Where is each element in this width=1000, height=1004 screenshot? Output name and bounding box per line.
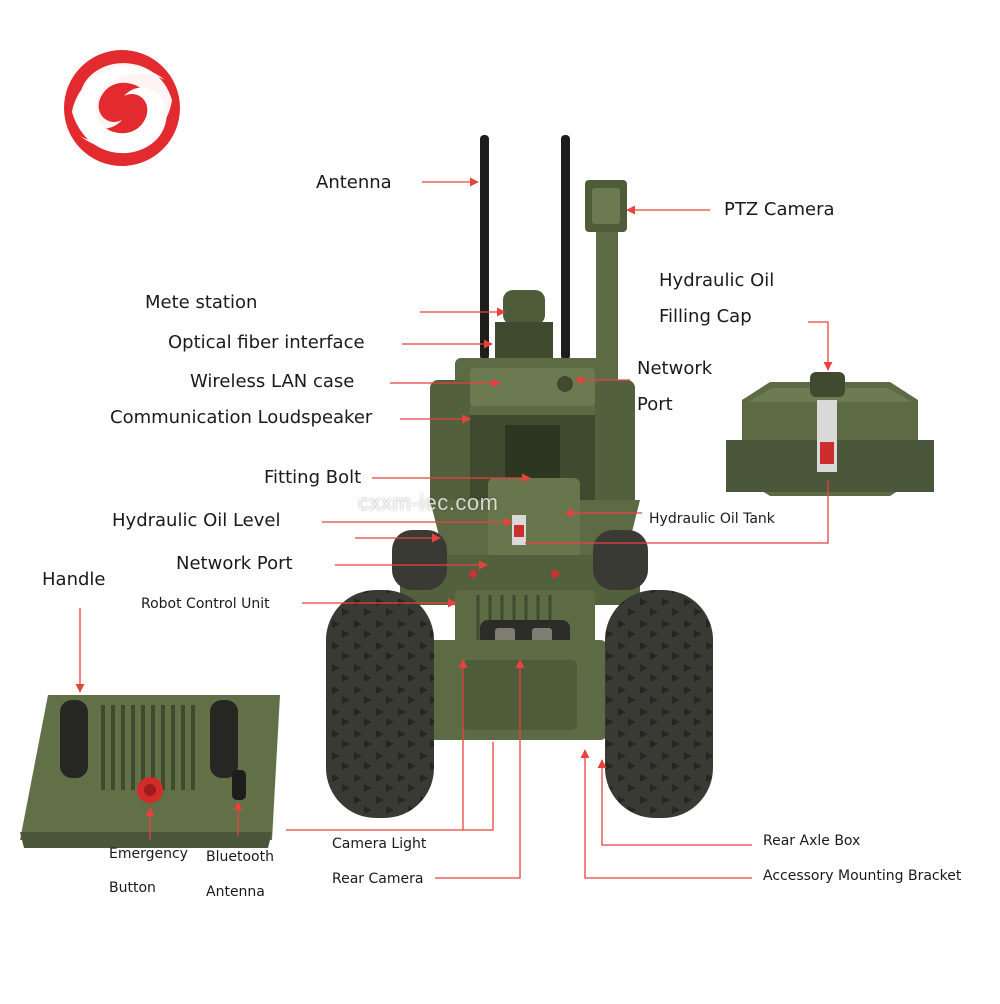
robot-wheels <box>326 530 713 818</box>
label-filling-cap-line1: Hydraulic Oil <box>659 270 775 291</box>
label-emergency-line1: Emergency <box>109 846 188 862</box>
label-network-port-top-line2: Port <box>637 394 673 415</box>
label-filling-cap-line2: Filling Cap <box>659 306 752 327</box>
mete-station-body <box>495 290 553 362</box>
label-communication-loudspeaker: Communication Loudspeaker <box>110 407 373 428</box>
label-camera-light: Camera Light <box>332 836 427 852</box>
label-emergency-line2: Button <box>109 880 156 896</box>
watermark: cxxm-iec.com <box>358 490 499 515</box>
leader-camera-light-2 <box>463 742 494 831</box>
label-wireless-lan-case: Wireless LAN case <box>190 371 355 392</box>
label-network-port-top-line1: Network <box>637 358 713 379</box>
leader-rear-axle <box>597 759 752 846</box>
robot-antennas <box>480 135 570 360</box>
leader-lines <box>75 177 833 879</box>
ptz-camera-mast <box>585 180 627 388</box>
label-handle: Handle <box>42 569 106 590</box>
hydraulic-oil-tank-inset <box>726 372 934 496</box>
label-accessory-mounting-bracket: Accessory Mounting Bracket <box>763 868 962 884</box>
label-bluetooth-line1: Bluetooth <box>206 849 274 865</box>
label-mete-station: Mete station <box>145 292 258 313</box>
label-robot-control-unit: Robot Control Unit <box>141 596 270 612</box>
label-rear-camera: Rear Camera <box>332 871 424 887</box>
leader-filling-cap <box>808 321 833 371</box>
label-hydraulic-oil-tank: Hydraulic Oil Tank <box>649 511 775 527</box>
label-fitting-bolt: Fitting Bolt <box>264 467 362 488</box>
red-swirl-logo-icon <box>64 50 180 166</box>
label-hydraulic-oil-level: Hydraulic Oil Level <box>112 510 281 531</box>
robot-chassis <box>400 555 640 740</box>
leader-rear-camera <box>435 659 525 879</box>
label-optical-fiber-interface: Optical fiber interface <box>168 332 365 353</box>
leader-accessory <box>580 749 752 879</box>
robot-middle-body <box>430 478 640 560</box>
label-antenna: Antenna <box>316 172 392 193</box>
leader-inset-to-tank <box>525 480 829 544</box>
label-ptz-camera: PTZ Camera <box>724 199 835 220</box>
label-rear-axle-box: Rear Axle Box <box>763 833 861 849</box>
label-bluetooth-line2: Antenna <box>206 884 265 900</box>
label-network-port: Network Port <box>176 553 293 574</box>
remote-controller <box>20 695 280 848</box>
